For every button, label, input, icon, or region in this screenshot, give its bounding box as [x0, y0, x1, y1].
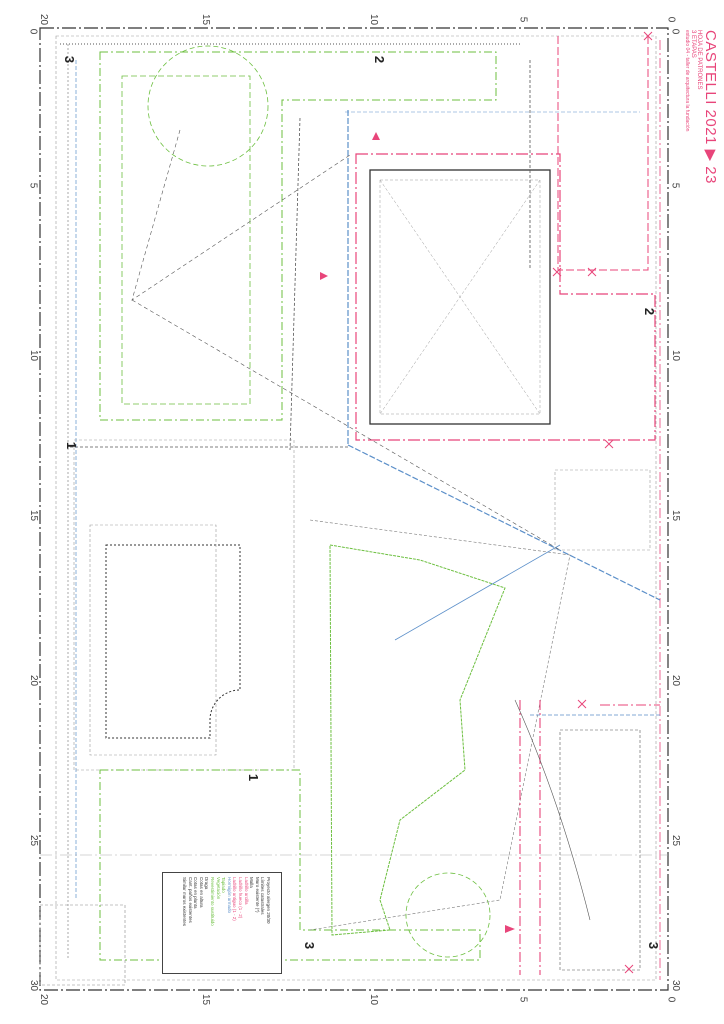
legend-item: Proyecto alergen 20/30	[266, 877, 271, 924]
pink-arrows	[320, 132, 515, 933]
pool-surround	[89, 524, 217, 756]
section-marker-3: 3	[62, 55, 78, 64]
tree-canopy-2	[405, 872, 491, 958]
pink-wall-lower	[519, 700, 660, 975]
axis-bottom-15: 15	[200, 993, 212, 1006]
legend-item: Cant. paños existentes	[187, 877, 193, 923]
axis-left-30: 30	[28, 979, 40, 992]
tree-canopy	[147, 45, 269, 167]
legend-item: Ladrillo hueco (1 - 2)	[238, 877, 244, 919]
pool-outline	[105, 544, 241, 739]
legend-item: Cotas en altura	[198, 877, 204, 908]
blue-wall-diagonal	[347, 444, 661, 601]
gray-polygon-lower	[309, 519, 571, 931]
legend-item: Vegetación	[215, 877, 221, 900]
section-marker-2b: 2	[642, 307, 658, 316]
survey-line	[131, 129, 351, 301]
pool-zone	[73, 439, 295, 771]
axis-top-0: 0	[665, 16, 677, 23]
section-marker-3c: 3	[646, 941, 662, 950]
legend-item: Cotas en planta	[193, 877, 199, 909]
axis-right-25: 25	[670, 834, 682, 847]
legend-item: Ladrillo antiguo (1 - 2)	[232, 877, 238, 921]
axis-top-20: 20	[38, 13, 50, 26]
green-area-inner	[121, 75, 251, 405]
building-outline	[369, 169, 551, 425]
gray-rect-right	[554, 469, 651, 551]
pink-wall-building	[355, 153, 656, 441]
axis-top-10: 10	[368, 13, 380, 26]
title-block: CASTELLI 2021 ▶ 23 HOJA DE PATRONES 3 ET…	[650, 30, 720, 230]
axis-right-15: 15	[670, 509, 682, 522]
outer-frame	[39, 27, 669, 991]
pink-wall-top	[557, 36, 649, 271]
legend-item: Muro existente (*)	[254, 877, 260, 913]
axis-left-10: 10	[28, 349, 40, 362]
diagonal-beam	[394, 544, 561, 641]
path-line	[289, 117, 301, 451]
x-markers	[552, 31, 653, 974]
green-garden-lower	[329, 544, 506, 936]
inner-frame	[55, 35, 657, 981]
legend-item: Ladrillo arcilla	[243, 877, 249, 905]
green-area-lower	[99, 769, 481, 961]
legend-item: Tapiado	[221, 877, 227, 893]
section-marker-1: 1	[64, 441, 80, 450]
axis-bottom-20: 20	[38, 993, 50, 1006]
arc-lower	[514, 699, 591, 921]
title-main: CASTELLI 2021 ▶ 23	[702, 30, 719, 184]
axis-left-0: 0	[27, 28, 39, 35]
axis-bottom-10: 10	[368, 993, 380, 1006]
axis-top-5: 5	[517, 16, 529, 23]
axis-right-20: 20	[670, 674, 682, 687]
green-area-top	[99, 51, 497, 421]
gray-rect-lower	[559, 729, 641, 971]
axis-bottom-5: 5	[517, 996, 529, 1003]
legend-item: Similar muros existentes	[182, 877, 188, 927]
axis-bottom-0: 0	[665, 996, 677, 1003]
legend-item: Revestimiento sustituido	[210, 877, 216, 926]
survey-line-2	[131, 299, 561, 551]
axis-left-25: 25	[28, 834, 40, 847]
section-marker-3b: 3	[302, 941, 318, 950]
title-note: estudio 04 - taller de arquitectura la f…	[684, 30, 690, 132]
axis-left-20: 20	[28, 674, 40, 687]
corner-block	[39, 904, 126, 986]
section-marker-2: 2	[372, 55, 388, 64]
building-interior	[379, 179, 541, 415]
axis-right-30: 30	[670, 979, 682, 992]
legend-item: Hormigón armado	[226, 877, 232, 914]
axis-right-10: 10	[670, 349, 682, 362]
axis-left-5: 5	[27, 182, 39, 189]
axis-left-15: 15	[28, 509, 40, 522]
axis-top-15: 15	[200, 13, 212, 26]
section-marker-1b: 1	[246, 773, 262, 782]
